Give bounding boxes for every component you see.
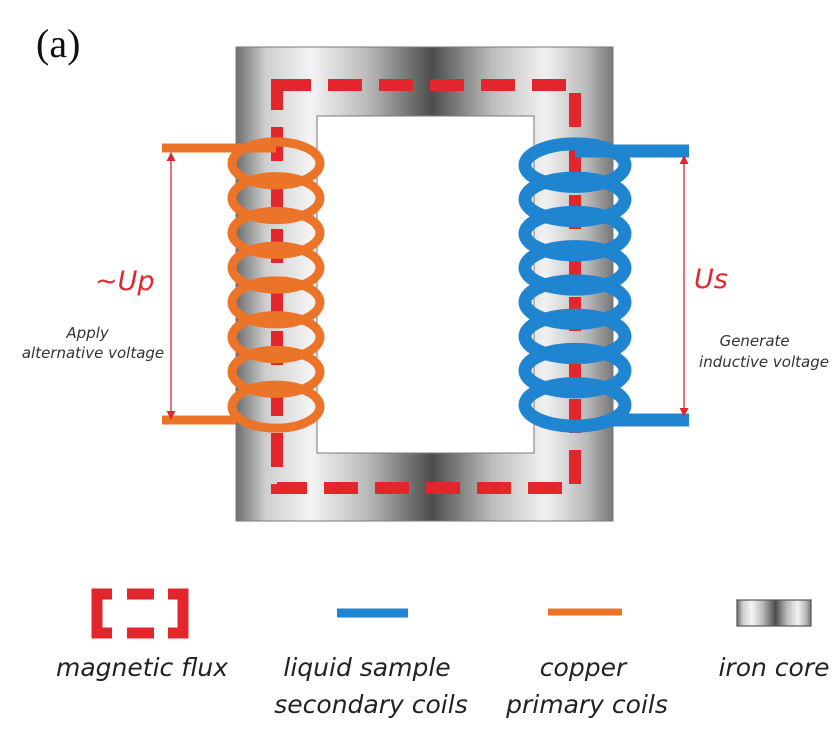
primary-coil-turn — [227, 206, 325, 259]
primary-coil-turn — [227, 137, 325, 190]
apply-voltage-label: Apply alternative voltage — [22, 324, 164, 362]
secondary-coil-turn — [518, 171, 632, 228]
secondary-coil-turn — [518, 240, 632, 296]
primary-coil-turn — [227, 241, 325, 294]
secondary-coil-turn — [518, 137, 632, 193]
primary-coil-turn — [227, 172, 325, 225]
legend-label-primary-coils: copper primary coils — [505, 653, 668, 719]
secondary-coil-turn — [518, 342, 632, 399]
legend-magnetic-flux-swatch — [91, 588, 189, 639]
secondary-coil-turn — [518, 377, 632, 433]
legend-label-iron-core: iron core — [718, 653, 829, 682]
legend-label-secondary-coils: liquid sample secondary coils — [274, 653, 467, 719]
secondary-coil-turn — [518, 274, 632, 330]
secondary-coil — [518, 137, 689, 433]
legend-iron-core-swatch — [736, 599, 812, 627]
panel-label: (a) — [36, 21, 80, 66]
primary-coil — [162, 137, 325, 433]
generate-voltage-label: Generate inductive voltage — [699, 332, 829, 371]
primary-coil-turn — [227, 345, 325, 398]
secondary-coil-turn — [518, 308, 632, 365]
primary-coil-turn — [227, 276, 325, 329]
legend-label-magnetic-flux: magnetic flux — [56, 653, 228, 682]
secondary-voltage-label: Us — [694, 264, 728, 295]
secondary-coil-turn — [518, 205, 632, 262]
legend: magnetic flux liquid sample secondary co… — [56, 588, 830, 719]
primary-voltage-label: ~Up — [95, 266, 155, 297]
primary-coil-turn — [227, 380, 325, 433]
primary-coil-turn — [227, 311, 325, 364]
